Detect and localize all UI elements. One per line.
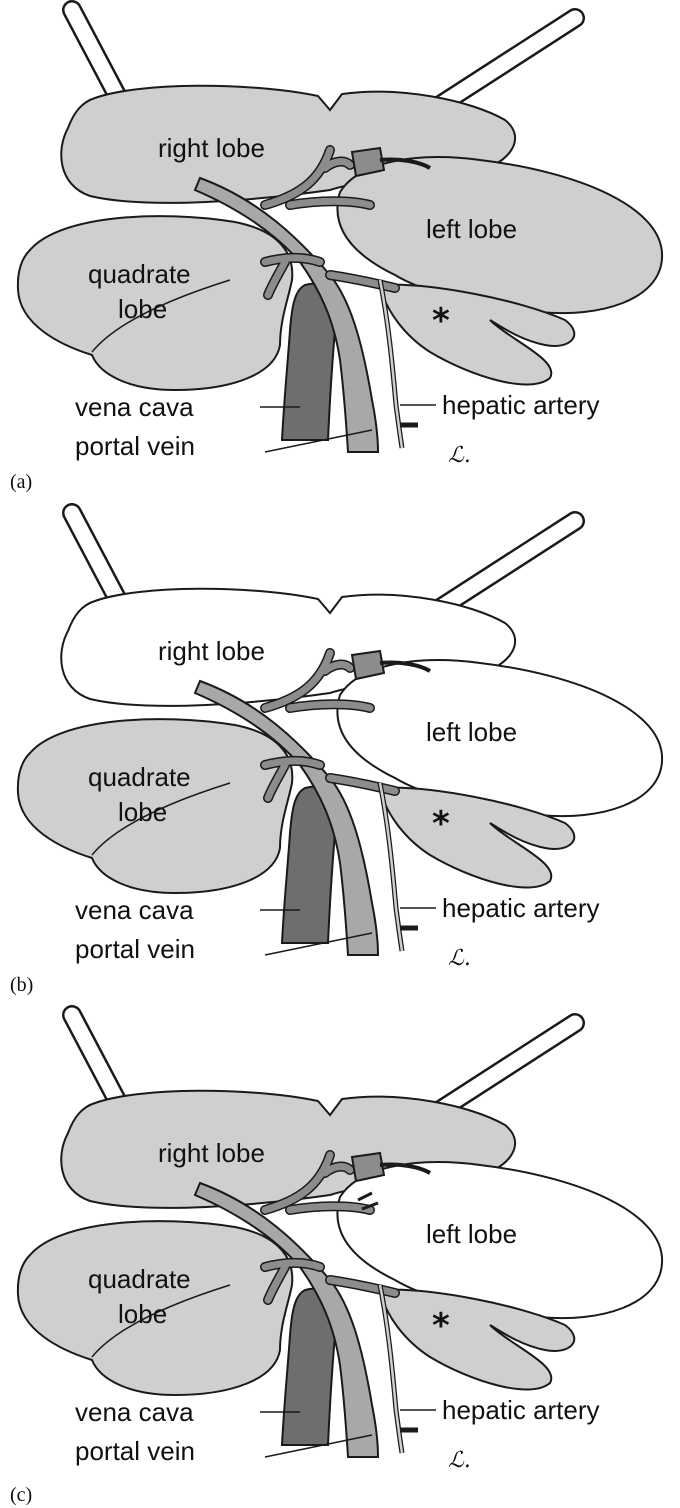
label-hepatic-artery: hepatic artery	[442, 1395, 600, 1425]
label-quadrate: quadrate	[88, 259, 191, 289]
artist-signature: ℒ.	[448, 443, 471, 468]
label-star: *	[432, 1306, 450, 1346]
label-right-lobe: right lobe	[158, 1138, 265, 1168]
label-star: *	[432, 804, 450, 844]
panel-c: right lobe left lobe quadrate lobe vena …	[10, 1015, 662, 1506]
label-quadrate-lobe: lobe	[118, 1299, 167, 1329]
label-vena-cava: vena cava	[75, 895, 194, 925]
panel-b: right lobe left lobe quadrate lobe vena …	[10, 513, 662, 996]
label-vena-cava: vena cava	[75, 1397, 194, 1427]
label-right-lobe: right lobe	[158, 133, 265, 163]
artist-signature: ℒ.	[448, 946, 471, 971]
label-left-lobe: left lobe	[426, 1219, 517, 1249]
label-hepatic-artery: hepatic artery	[442, 390, 600, 420]
label-portal-vein: portal vein	[75, 431, 195, 461]
gallbladder-stump	[352, 1153, 384, 1181]
label-portal-vein: portal vein	[75, 934, 195, 964]
gallbladder-stump	[352, 148, 384, 176]
artist-signature: ℒ.	[448, 1448, 471, 1473]
panel-a: right lobe left lobe quadrate lobe vena …	[10, 10, 662, 493]
label-vena-cava: vena cava	[75, 392, 194, 422]
panel-tag-c: (c)	[10, 1484, 32, 1506]
label-quadrate: quadrate	[88, 1264, 191, 1294]
label-quadrate-lobe: lobe	[118, 797, 167, 827]
label-portal-vein: portal vein	[75, 1436, 195, 1466]
panel-tag-a: (a)	[10, 471, 32, 493]
gallbladder-stump	[352, 651, 384, 679]
label-left-lobe: left lobe	[426, 717, 517, 747]
label-quadrate-lobe: lobe	[118, 294, 167, 324]
label-left-lobe: left lobe	[426, 214, 517, 244]
label-hepatic-artery: hepatic artery	[442, 893, 600, 923]
label-star: *	[432, 301, 450, 341]
label-quadrate: quadrate	[88, 762, 191, 792]
label-right-lobe: right lobe	[158, 636, 265, 666]
panel-tag-b: (b)	[10, 974, 33, 996]
